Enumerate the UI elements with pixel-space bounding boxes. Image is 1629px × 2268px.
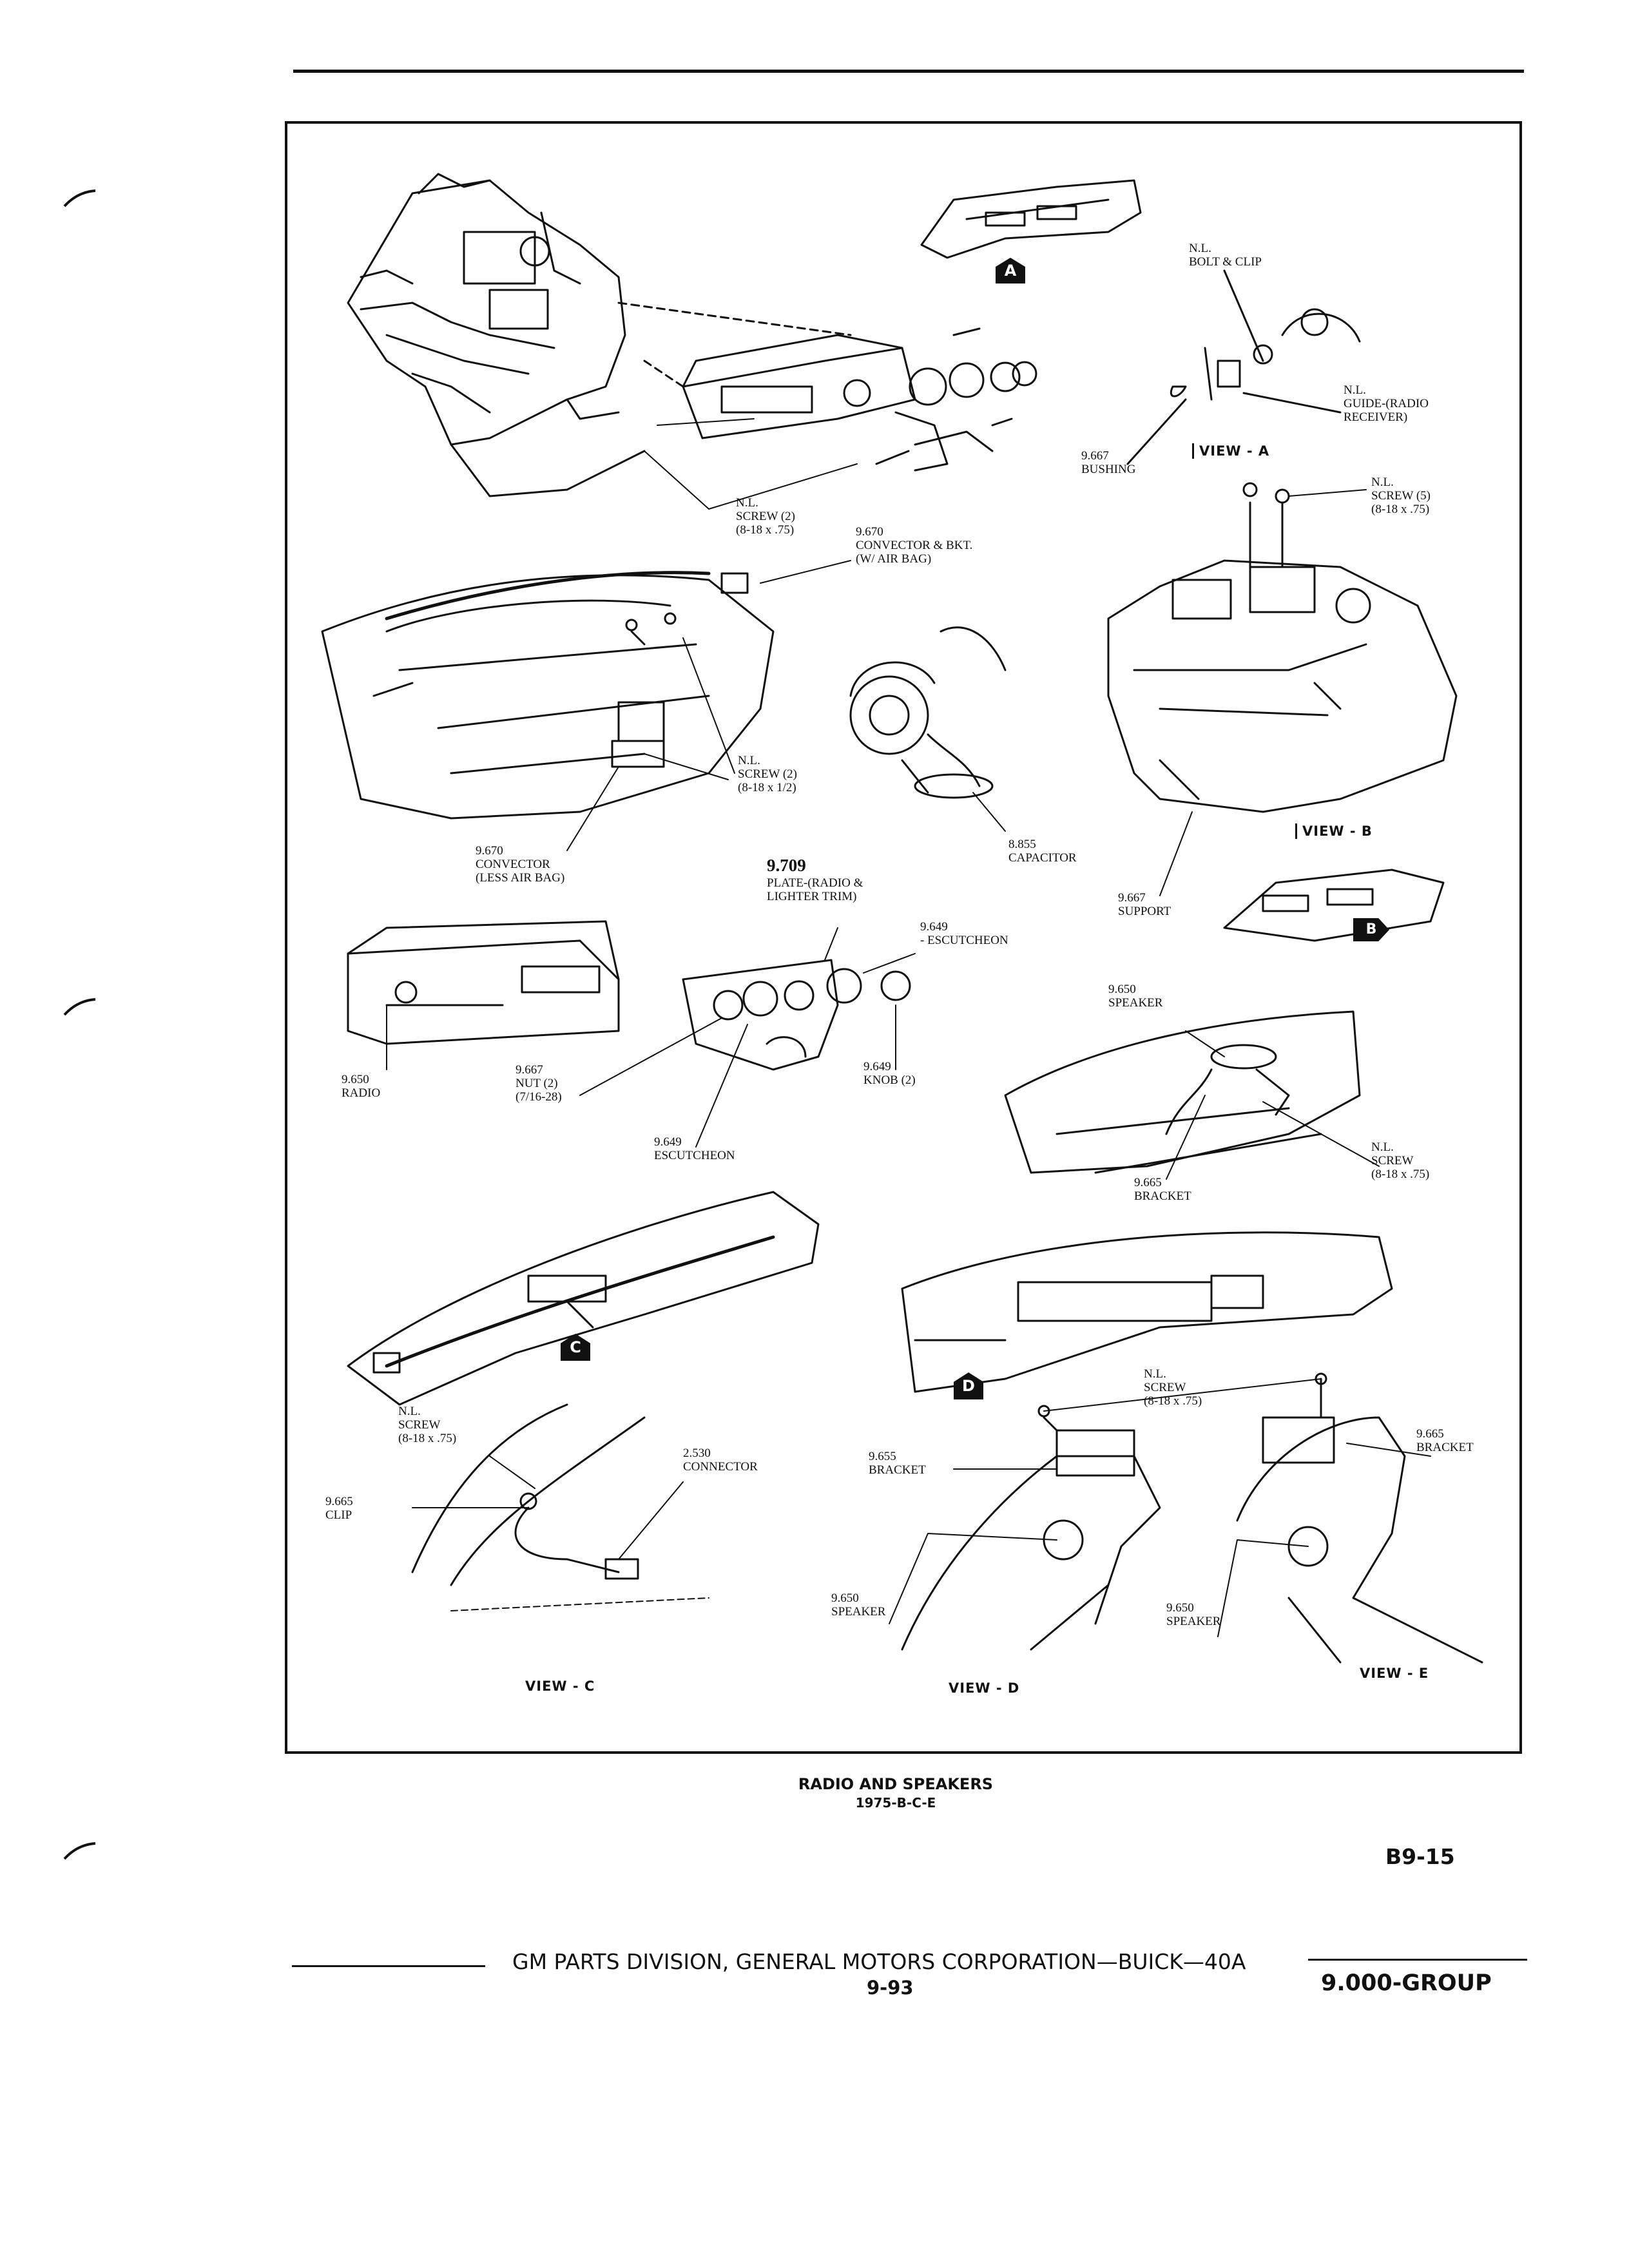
view-b-support (1108, 483, 1456, 812)
radio-receiver-top (683, 329, 1036, 470)
binder-hole-mark (64, 191, 95, 206)
callout-bracket-e: 9.665 BRACKET (1416, 1427, 1474, 1454)
callout-radio: 9.650 RADIO (342, 1073, 381, 1100)
footer-group: 9.000-GROUP (1321, 1970, 1492, 1996)
callout-knob: 9.649 KNOB (2) (863, 1060, 916, 1087)
callout-nl-screw-c: N.L. SCREW (8-18 x .75) (398, 1405, 457, 1445)
page-code: B9-15 (1385, 1844, 1455, 1869)
footer-rule-left (292, 1965, 485, 1967)
view-label-b: VIEW - B (1295, 823, 1373, 839)
callout-escutcheon-bottom: 9.649 ESCUTCHEON (654, 1135, 735, 1162)
view-d-detail (889, 1379, 1321, 1649)
capacitor-assembly (851, 628, 1005, 798)
binder-hole-mark (64, 999, 95, 1015)
callout-nl-screw-5: N.L. SCREW (5) (8-18 x .75) (1371, 476, 1431, 516)
view-label-d: VIEW - D (949, 1680, 1020, 1696)
diagram-frame (285, 121, 1522, 1754)
callout-nl-screw-2-75: N.L. SCREW (2) (8-18 x .75) (736, 496, 796, 537)
view-a-bolt-clip (1128, 271, 1360, 464)
view-marker-c-label: C (570, 1338, 581, 1356)
callout-support: 9.667 SUPPORT (1118, 891, 1171, 918)
callout-connector: 2.530 CONNECTOR (683, 1446, 758, 1474)
callout-nl-screw-d: N.L. SCREW (8-18 x .75) (1144, 1367, 1202, 1408)
binder-hole-mark (64, 1843, 95, 1859)
view-label-a: VIEW - A (1192, 443, 1269, 459)
view-label-c: VIEW - C (525, 1678, 595, 1694)
callout-convector-bkt: 9.670 CONVECTOR & BKT. (W/ AIR BAG) (856, 525, 973, 566)
dash-thumbnail-a (921, 180, 1141, 258)
callout-speaker-d: 9.650 SPEAKER (831, 1591, 886, 1619)
view-c-dash (348, 1192, 818, 1405)
callout-bushing: 9.667 BUSHING (1081, 449, 1136, 476)
figure-title: RADIO AND SPEAKERS (798, 1775, 994, 1793)
callout-nl-guide: N.L. GUIDE-(RADIO RECEIVER) (1344, 383, 1429, 424)
callout-capacitor: 8.855 CAPACITOR (1008, 838, 1077, 865)
instrument-panel-carrier (348, 174, 644, 496)
footer-page-number: 9-93 (867, 1977, 914, 1999)
view-marker-d-label: D (962, 1377, 975, 1395)
callout-nl-screw-2-half: N.L. SCREW (2) (8-18 x 1/2) (738, 754, 798, 794)
footer-rule-right (1308, 1959, 1527, 1961)
view-marker-b-label: B (1365, 921, 1377, 937)
callout-bracket-upper: 9.665 BRACKET (1134, 1176, 1191, 1203)
callout-escutcheon-top: 9.649 - ESCUTCHEON (920, 920, 1008, 947)
figure-subtitle: 1975-B-C-E (855, 1795, 936, 1811)
callout-convector-less: 9.670 CONVECTOR (LESS AIR BAG) (476, 844, 565, 885)
dash-thumbnail-b (1224, 870, 1443, 941)
callout-clip: 9.665 CLIP (325, 1495, 353, 1522)
radio-exploded (348, 921, 910, 1070)
view-c-detail (412, 1405, 709, 1611)
callout-speaker-upper: 9.650 SPEAKER (1108, 983, 1163, 1010)
view-marker-a-label: A (1004, 262, 1017, 280)
top-rule (293, 70, 1524, 73)
dash-speaker-upper (1005, 1012, 1360, 1173)
callout-nl-bolt-clip: N.L. BOLT & CLIP (1189, 242, 1262, 269)
view-d-dash (902, 1233, 1392, 1392)
callout-bracket-d: 9.655 BRACKET (869, 1450, 926, 1477)
view-e-detail (1218, 1374, 1482, 1662)
callout-nl-screw-right: N.L. SCREW (8-18 x .75) (1371, 1140, 1430, 1181)
dash-with-airbag (322, 573, 773, 818)
callout-plate-number: 9.709 (767, 856, 806, 875)
view-label-e: VIEW - E (1360, 1666, 1429, 1681)
footer-line: GM PARTS DIVISION, GENERAL MOTORS CORPOR… (512, 1949, 1246, 1974)
callout-speaker-e: 9.650 SPEAKER (1166, 1601, 1221, 1628)
callout-nut: 9.667 NUT (2) (7/16-28) (516, 1063, 562, 1104)
callout-plate: PLATE-(RADIO & LIGHTER TRIM) (767, 876, 863, 903)
